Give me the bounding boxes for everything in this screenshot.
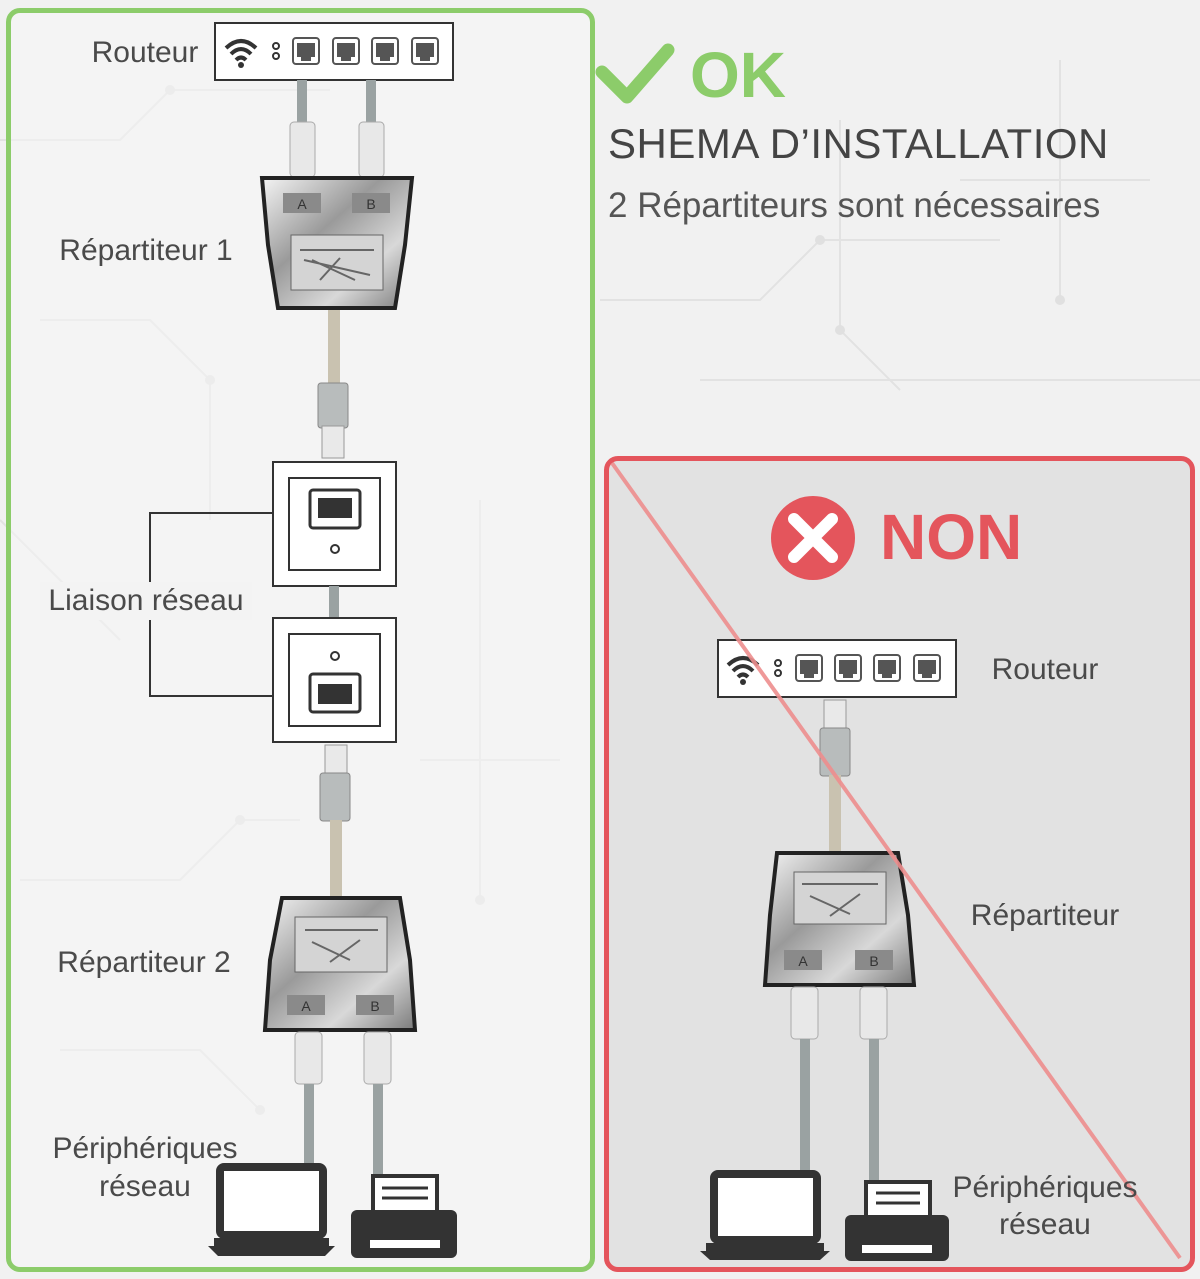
check-icon — [595, 43, 675, 104]
strike-through-line — [610, 461, 1182, 1260]
splitter-port-label: B — [869, 953, 878, 969]
ethernet-port-icon — [411, 37, 439, 65]
splitter-port-label: A — [297, 196, 307, 212]
ethernet-port-icon — [873, 654, 901, 682]
ethernet-port-icon — [371, 37, 399, 65]
cable — [289, 80, 385, 178]
ethernet-port-icon — [834, 654, 862, 682]
splitter-port-label: B — [370, 998, 379, 1014]
cable — [319, 744, 351, 898]
router-box — [717, 639, 957, 698]
ethernet-port-icon — [913, 654, 941, 682]
splitter: A B — [762, 851, 917, 987]
printer-icon — [845, 1180, 949, 1261]
page-subtitle: 2 Répartiteurs sont nécessaires — [608, 186, 1101, 225]
splitter-1: A B — [259, 176, 415, 310]
splitter-label: Répartiteur — [970, 899, 1120, 932]
cable — [790, 986, 888, 1184]
cable — [294, 1031, 392, 1179]
devices-label-line1: Périphériques — [52, 1132, 238, 1165]
printer-icon — [351, 1174, 457, 1258]
ethernet-port-icon — [795, 654, 823, 682]
page-title: SHEMA D’INSTALLATION — [608, 120, 1109, 167]
cable — [317, 310, 349, 459]
splitter-2-label: Répartiteur 2 — [57, 946, 231, 979]
ethernet-port-icon — [292, 37, 320, 65]
splitter-port-label: A — [798, 953, 808, 969]
cable — [819, 699, 851, 853]
splitter-2: A B — [262, 896, 418, 1032]
devices-label-line2: réseau — [99, 1170, 191, 1203]
devices-label-line2: réseau — [999, 1208, 1091, 1241]
splitter-port-label: B — [366, 196, 375, 212]
splitter-1-label: Répartiteur 1 — [59, 234, 233, 267]
network-link-label: Liaison réseau — [40, 582, 252, 620]
non-status-label: NON — [880, 501, 1023, 573]
laptop-icon — [700, 1170, 830, 1260]
router-label: Routeur — [91, 36, 199, 69]
close-circle-icon — [771, 496, 855, 580]
wall-socket — [272, 461, 397, 587]
cable — [329, 586, 339, 618]
ethernet-port-icon — [332, 37, 360, 65]
ok-status-label: OK — [690, 39, 786, 111]
router-box — [214, 22, 454, 81]
devices-label-line1: Périphériques — [952, 1171, 1138, 1204]
splitter-port-label: A — [301, 998, 311, 1014]
router-label: Routeur — [991, 653, 1099, 686]
laptop-icon — [208, 1163, 335, 1256]
wall-socket — [272, 617, 397, 743]
